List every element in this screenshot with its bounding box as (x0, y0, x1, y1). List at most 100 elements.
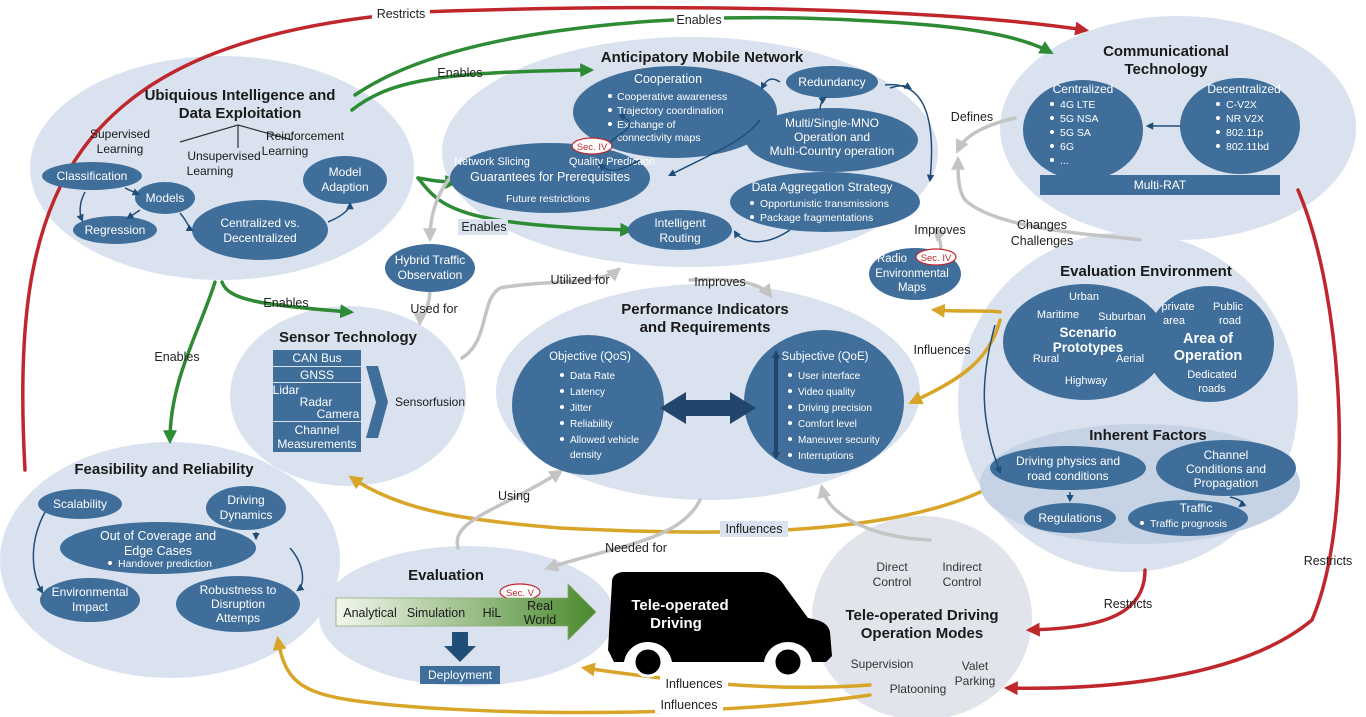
label-influences-bottom: Influences (661, 698, 718, 712)
arrow-enables-routing (416, 176, 635, 237)
label-using: Using (498, 489, 530, 503)
environmental-impact-node (40, 578, 140, 622)
out-of-coverage-node (60, 522, 256, 574)
label-improves-radio: Improves (914, 223, 965, 237)
platooning-label: Platooning (890, 682, 947, 696)
decentralized-item-4: 802.11bd (1226, 141, 1269, 153)
traffic-title: Traffic (1180, 501, 1213, 515)
driving-dynamics-node (206, 486, 286, 530)
sensor-title: Sensor Technology (279, 329, 418, 346)
channel-line3: Propagation (1194, 476, 1259, 490)
anticipatory-network-section: Anticipatory Mobile Network Cooperation … (450, 49, 935, 250)
area-public-line1: Public (1213, 301, 1243, 313)
arrow-improves-perf (688, 277, 773, 299)
comm-title-line1: Communicational (1103, 43, 1229, 60)
regression-label: Regression (85, 223, 146, 237)
regulations-label: Regulations (1038, 511, 1101, 525)
perf-title-line2: and Requirements (640, 319, 771, 336)
simulation-label: Simulation (407, 606, 465, 620)
arrow-influences-radio (930, 303, 1002, 318)
area-dedicated-line2: roads (1198, 383, 1226, 395)
area-operation-node (1146, 286, 1274, 402)
scenario-suburban: Suburban (1098, 311, 1146, 323)
subjective-item-2: Video quality (798, 387, 855, 398)
unsupervised-line1: Unsupervised (187, 149, 260, 163)
supervised-line2: Learning (97, 142, 144, 156)
subjective-item-6: Interruptions (798, 451, 854, 462)
decentralized-tech-title: Decentralized (1207, 82, 1280, 96)
arrow-defines (955, 116, 1017, 154)
deployment-down-arrow (444, 632, 476, 662)
sec-iv-label-amn: Sec. IV (577, 142, 608, 153)
analytical-label: Analytical (343, 606, 397, 620)
tod-line1: Tele-operated (631, 597, 728, 614)
scenario-urban: Urban (1069, 291, 1099, 303)
label-challenges: Challenges (1011, 234, 1074, 248)
centralized-item-5: ... (1060, 155, 1069, 167)
subjective-title: Subjective (QoE) (782, 351, 869, 363)
feasibility-title: Feasibility and Reliability (74, 461, 254, 478)
centralized-decentralized-node (192, 200, 328, 260)
sensor-can-bus: CAN Bus (292, 351, 341, 365)
subjective-item-1: User interface (798, 371, 861, 382)
decentralized-tech-node (1180, 78, 1300, 174)
sensor-radar: Radar (300, 395, 333, 409)
label-needed-for: Needed for (605, 541, 667, 555)
scenario-highway: Highway (1065, 375, 1108, 387)
subjective-item-4: Comfort level (798, 419, 857, 430)
area-private-line2: area (1163, 315, 1186, 327)
indirect-control-line2: Control (943, 575, 982, 589)
decentralized-item-2: NR V2X (1226, 113, 1264, 125)
indirect-control-line1: Indirect (942, 560, 982, 574)
scenario-title-line1: Scenario (1059, 325, 1116, 340)
scenario-maritime: Maritime (1037, 309, 1079, 321)
data-aggregation-title: Data Aggregation Strategy (752, 180, 893, 194)
objective-item-2: Latency (570, 387, 605, 398)
inherent-factors-section: Inherent Factors Driving physics and roa… (980, 324, 1300, 544)
regulations-node (1024, 503, 1116, 533)
driving-physics-line1: Driving physics and (1016, 454, 1120, 468)
quality-prediction-label: Quality Prediction (569, 156, 655, 168)
arrow-influences-feas-sensor (348, 475, 1002, 534)
model-adaption-line2: Adaption (321, 180, 368, 194)
arrow-enables-feasibility (163, 280, 217, 445)
sec-iv-badge-amn (571, 137, 613, 155)
qos-qoe-double-arrow (660, 392, 756, 424)
evaluation-gradient-arrow (335, 583, 597, 641)
arrow-utilized-for (460, 267, 622, 360)
arrow-enables-sensor (220, 280, 355, 319)
arrow-restricts-right (1003, 188, 1342, 696)
modes-title-line1: Tele-operated Driving (845, 607, 998, 624)
objective-node (512, 335, 664, 475)
sensor-technology-section: Sensor Technology CAN Bus GNSS Lidar Rad… (273, 329, 465, 452)
decentralized-item-1: C-V2X (1226, 99, 1257, 111)
area-public-line2: road (1219, 315, 1241, 327)
intelligent-routing-line1: Intelligent (654, 216, 706, 230)
traffic-node (1128, 500, 1248, 536)
env-impact-line2: Impact (72, 600, 109, 614)
out-of-coverage-line1: Out of Coverage and (100, 529, 216, 543)
sensorfusion-chevron (366, 366, 388, 438)
mno-line3: Multi-Country operation (770, 144, 895, 158)
tele-operated-van: Tele-operated Driving (608, 572, 832, 678)
sec-iv-badge-radio (915, 248, 957, 266)
driving-physics-node (990, 446, 1146, 490)
redundancy-node (786, 66, 878, 98)
deployment-label: Deployment (428, 668, 493, 682)
models-label: Models (146, 191, 185, 205)
feasibility-section: Feasibility and Reliability Scalability … (32, 461, 305, 632)
label-improves-perf: Improves (694, 275, 745, 289)
evaluation-section: Evaluation Sec. V Analytical Simulation … (335, 567, 597, 684)
area-dedicated-line1: Dedicated (1187, 369, 1237, 381)
eval-env-title: Evaluation Environment (1060, 263, 1232, 280)
evaluation-title: Evaluation (408, 567, 484, 584)
objective-item-1: Data Rate (570, 371, 615, 382)
deployment-box (420, 666, 500, 684)
objective-item-4: Reliability (570, 419, 613, 430)
hybrid-radio-section: Hybrid Traffic Observation Sec. IV Radio… (385, 244, 961, 300)
objective-item-6: density (570, 450, 602, 461)
hybrid-line1: Hybrid Traffic (395, 253, 465, 267)
sensor-gnss: GNSS (300, 368, 334, 382)
hybrid-traffic-node (385, 244, 475, 292)
